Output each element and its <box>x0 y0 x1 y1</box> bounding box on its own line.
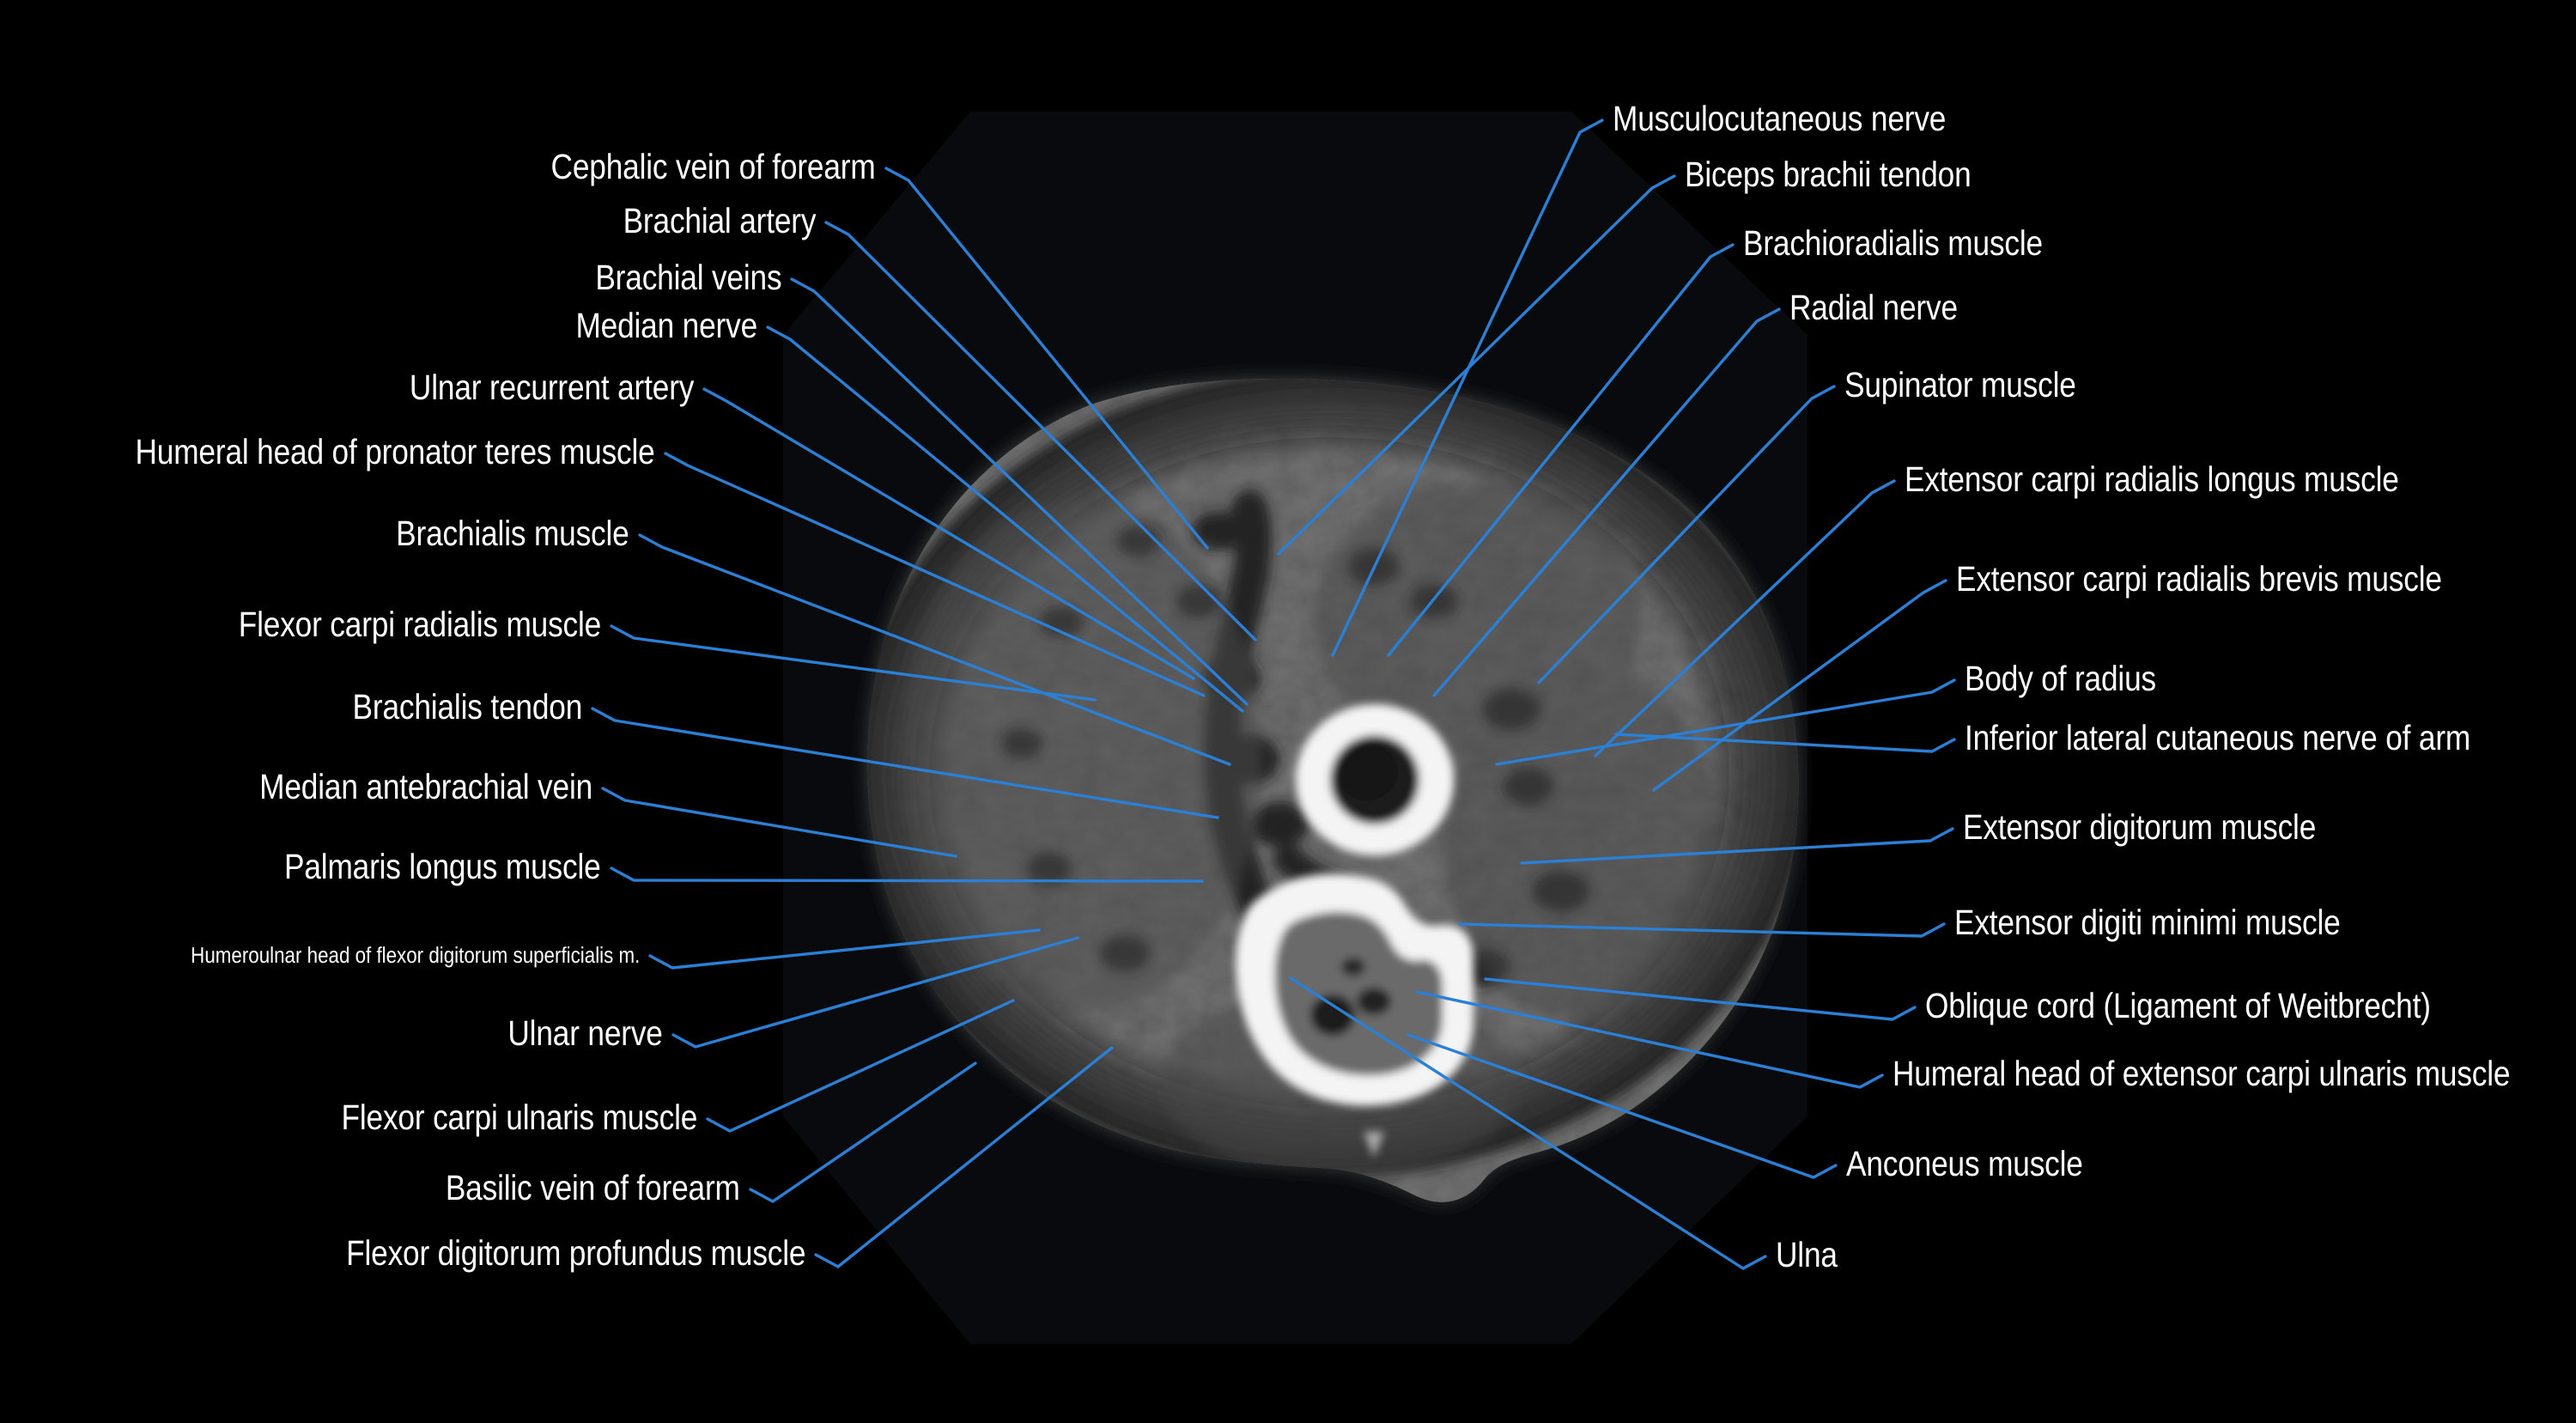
leader-line-flexor-digitorum-profundus-muscle <box>814 1046 1114 1268</box>
leader-line-brachialis-muscle <box>638 533 1231 766</box>
leader-line-humeral-head-of-pronator-teres-muscle <box>664 452 1206 697</box>
limb-cross-section <box>867 379 1799 1202</box>
leader-line-extensor-digiti-minimi-muscle <box>1458 922 1946 938</box>
callout-label-brachialis-muscle[interactable]: Brachialis muscle <box>396 514 630 553</box>
leader-line-oblique-cord-ligament-of-weitbrecht <box>1484 977 1917 1021</box>
leader-line-humeral-head-of-extensor-carpi-ulnaris-muscle <box>1415 990 1884 1089</box>
callout-label-body-of-radius[interactable]: Body of radius <box>1965 659 2156 698</box>
callout-label-humeroulnar-head-of-flexor-digitorum-superficialis-m[interactable]: Humeroulnar head of flexor digitorum sup… <box>190 942 640 968</box>
leader-line-median-antebrachial-vein <box>601 787 957 858</box>
leader-line-brachial-veins <box>790 277 1249 706</box>
leader-line-extensor-digitorum-muscle <box>1520 827 1954 865</box>
leader-line-palmaris-longus-muscle <box>610 867 1204 883</box>
leader-line-brachial-artery <box>824 221 1257 642</box>
callout-label-flexor-carpi-radialis-muscle[interactable]: Flexor carpi radialis muscle <box>238 605 602 644</box>
leader-line-cephalic-vein-of-forearm <box>884 167 1209 550</box>
callout-label-flexor-digitorum-profundus-muscle[interactable]: Flexor digitorum profundus muscle <box>345 1233 805 1273</box>
leader-line-ulnar-nerve <box>671 936 1079 1049</box>
leader-line-humeroulnar-head-of-flexor-digitorum-superficialis-m <box>648 928 1041 970</box>
callout-label-palmaris-longus-muscle[interactable]: Palmaris longus muscle <box>284 847 601 886</box>
leader-line-median-nerve <box>766 325 1244 713</box>
callout-label-brachial-artery[interactable]: Brachial artery <box>623 201 816 240</box>
callout-label-supinator-muscle[interactable]: Supinator muscle <box>1844 365 2076 404</box>
leader-line-ulna <box>1289 976 1767 1270</box>
leader-line-brachialis-tendon <box>591 707 1219 819</box>
callout-label-biceps-brachii-tendon[interactable]: Biceps brachii tendon <box>1685 155 1971 194</box>
callout-label-basilic-vein-of-forearm[interactable]: Basilic vein of forearm <box>446 1168 740 1207</box>
callout-label-brachial-veins[interactable]: Brachial veins <box>594 258 781 297</box>
leader-line-anconeus-muscle <box>1406 1033 1838 1179</box>
leader-line-biceps-brachii-tendon <box>1277 174 1676 556</box>
callout-label-extensor-digiti-minimi-muscle[interactable]: Extensor digiti minimi muscle <box>1954 903 2341 942</box>
leader-line-supinator-muscle <box>1537 385 1836 684</box>
callout-label-extensor-carpi-radialis-brevis-muscle[interactable]: Extensor carpi radialis brevis muscle <box>1956 559 2442 599</box>
callout-label-extensor-digitorum-muscle[interactable]: Extensor digitorum muscle <box>1963 807 2317 847</box>
callout-label-musculocutaneous-nerve[interactable]: Musculocutaneous nerve <box>1613 99 1947 138</box>
callout-label-anconeus-muscle[interactable]: Anconeus muscle <box>1846 1144 2083 1183</box>
body-of-radius-bone <box>1296 704 1454 855</box>
callout-label-ulna[interactable]: Ulna <box>1776 1235 1838 1274</box>
leader-line-radial-nerve <box>1432 307 1781 697</box>
callout-label-inferior-lateral-cutaneous-nerve-of-arm[interactable]: Inferior lateral cutaneous nerve of arm <box>1965 718 2471 757</box>
leader-line-ulnar-recurrent-artery <box>702 387 1195 680</box>
callout-label-humeral-head-of-pronator-teres-muscle[interactable]: Humeral head of pronator teres muscle <box>135 432 655 471</box>
leader-line-musculocutaneous-nerve <box>1331 119 1604 657</box>
leader-line-extensor-carpi-radialis-longus-muscle <box>1594 479 1896 757</box>
callout-label-ulnar-recurrent-artery[interactable]: Ulnar recurrent artery <box>409 368 694 407</box>
callout-label-cephalic-vein-of-forearm[interactable]: Cephalic vein of forearm <box>550 147 876 186</box>
leader-line-extensor-carpi-radialis-brevis-muscle <box>1652 579 1947 792</box>
leader-line-flexor-carpi-radialis-muscle <box>610 624 1097 702</box>
intermuscular-septa <box>1001 490 1590 1067</box>
callout-label-ulnar-nerve[interactable]: Ulnar nerve <box>507 1013 664 1053</box>
callout-label-median-antebrachial-vein[interactable]: Median antebrachial vein <box>259 767 592 806</box>
leader-line-brachioradialis-muscle <box>1387 243 1735 657</box>
callout-label-brachioradialis-muscle[interactable]: Brachioradialis muscle <box>1743 223 2043 263</box>
leader-line-basilic-vein-of-forearm <box>749 1061 977 1203</box>
callout-label-humeral-head-of-extensor-carpi-ulnaris-muscle[interactable]: Humeral head of extensor carpi ulnaris m… <box>1893 1054 2511 1093</box>
muscle-bellies <box>902 481 1717 1177</box>
ulna-bone <box>1236 873 1473 1106</box>
callout-label-radial-nerve[interactable]: Radial nerve <box>1789 288 1958 327</box>
ct-field-of-view <box>783 112 1807 1344</box>
callout-label-flexor-carpi-ulnaris-muscle[interactable]: Flexor carpi ulnaris muscle <box>341 1098 697 1137</box>
leader-line-flexor-carpi-ulnaris-muscle <box>706 999 1015 1133</box>
leader-line-inferior-lateral-cutaneous-nerve-of-arm <box>1614 733 1956 753</box>
callout-label-oblique-cord-ligament-of-weitbrecht[interactable]: Oblique cord (Ligament of Weitbrecht) <box>1925 986 2431 1025</box>
leader-line-body-of-radius <box>1495 678 1956 766</box>
callout-label-extensor-carpi-radialis-longus-muscle[interactable]: Extensor carpi radialis longus muscle <box>1905 459 2399 499</box>
callout-label-median-nerve[interactable]: Median nerve <box>575 306 757 345</box>
callout-label-brachialis-tendon[interactable]: Brachialis tendon <box>352 687 582 727</box>
bony-spur <box>1364 1132 1384 1158</box>
